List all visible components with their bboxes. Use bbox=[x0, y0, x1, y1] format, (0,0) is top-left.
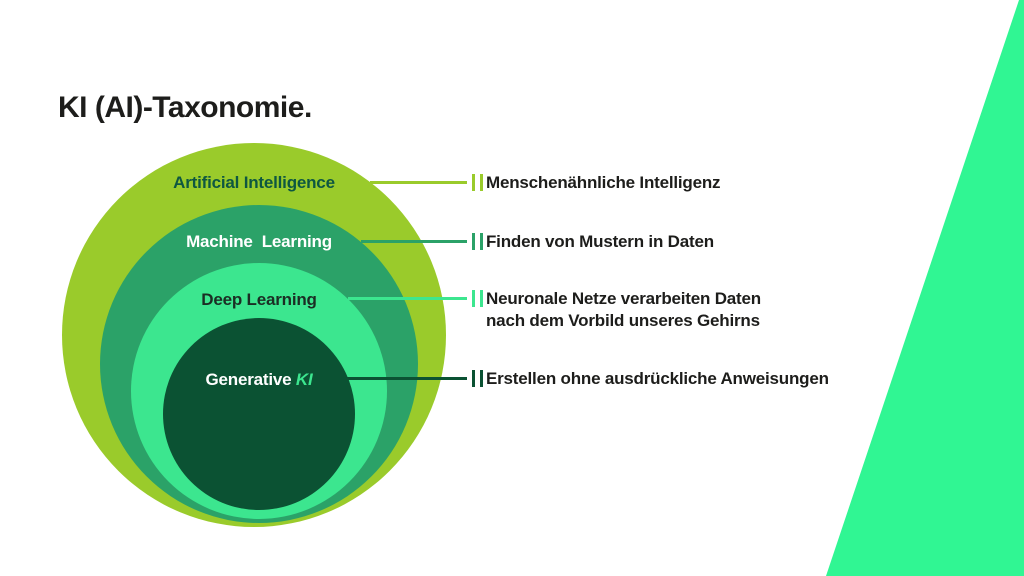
annotation-deep-learning-line1: Neuronale Netze verarbeiten Daten bbox=[486, 289, 761, 308]
annotation-artificial-intelligence: Menschenähnliche Intelligenz bbox=[486, 173, 721, 192]
annotation-generative-ki: Erstellen ohne ausdrückliche Anweisungen bbox=[486, 369, 829, 388]
double-bar-icon bbox=[472, 233, 483, 250]
double-bar-icon bbox=[472, 290, 483, 307]
double-bar-icon bbox=[472, 174, 483, 191]
circle-generative-ki bbox=[163, 318, 355, 510]
double-bar-icon bbox=[472, 370, 483, 387]
ring-label-artificial-intelligence: Artificial Intelligence bbox=[173, 173, 335, 192]
ring-label-generative-accent: KI bbox=[295, 370, 313, 389]
connector-line-machine-learning bbox=[361, 240, 467, 243]
annotation-machine-learning: Finden von Mustern in Daten bbox=[486, 232, 714, 251]
page-title: KI (AI)-Taxonomie. bbox=[58, 91, 312, 124]
connector-line-artificial-intelligence bbox=[370, 181, 467, 184]
ring-label-machine-learning: Machine Learning bbox=[186, 232, 332, 251]
annotation-deep-learning-line2: nach dem Vorbild unseres Gehirns bbox=[486, 311, 760, 330]
annotation-deep-learning: Neuronale Netze verarbeiten Daten nach d… bbox=[486, 288, 761, 332]
ring-label-generative-ki: Generative KI bbox=[163, 370, 355, 390]
connector-line-deep-learning bbox=[348, 297, 467, 300]
ring-label-generative-main: Generative bbox=[205, 370, 296, 389]
ring-label-deep-learning: Deep Learning bbox=[201, 290, 317, 309]
connector-line-generative-ki bbox=[346, 377, 467, 380]
